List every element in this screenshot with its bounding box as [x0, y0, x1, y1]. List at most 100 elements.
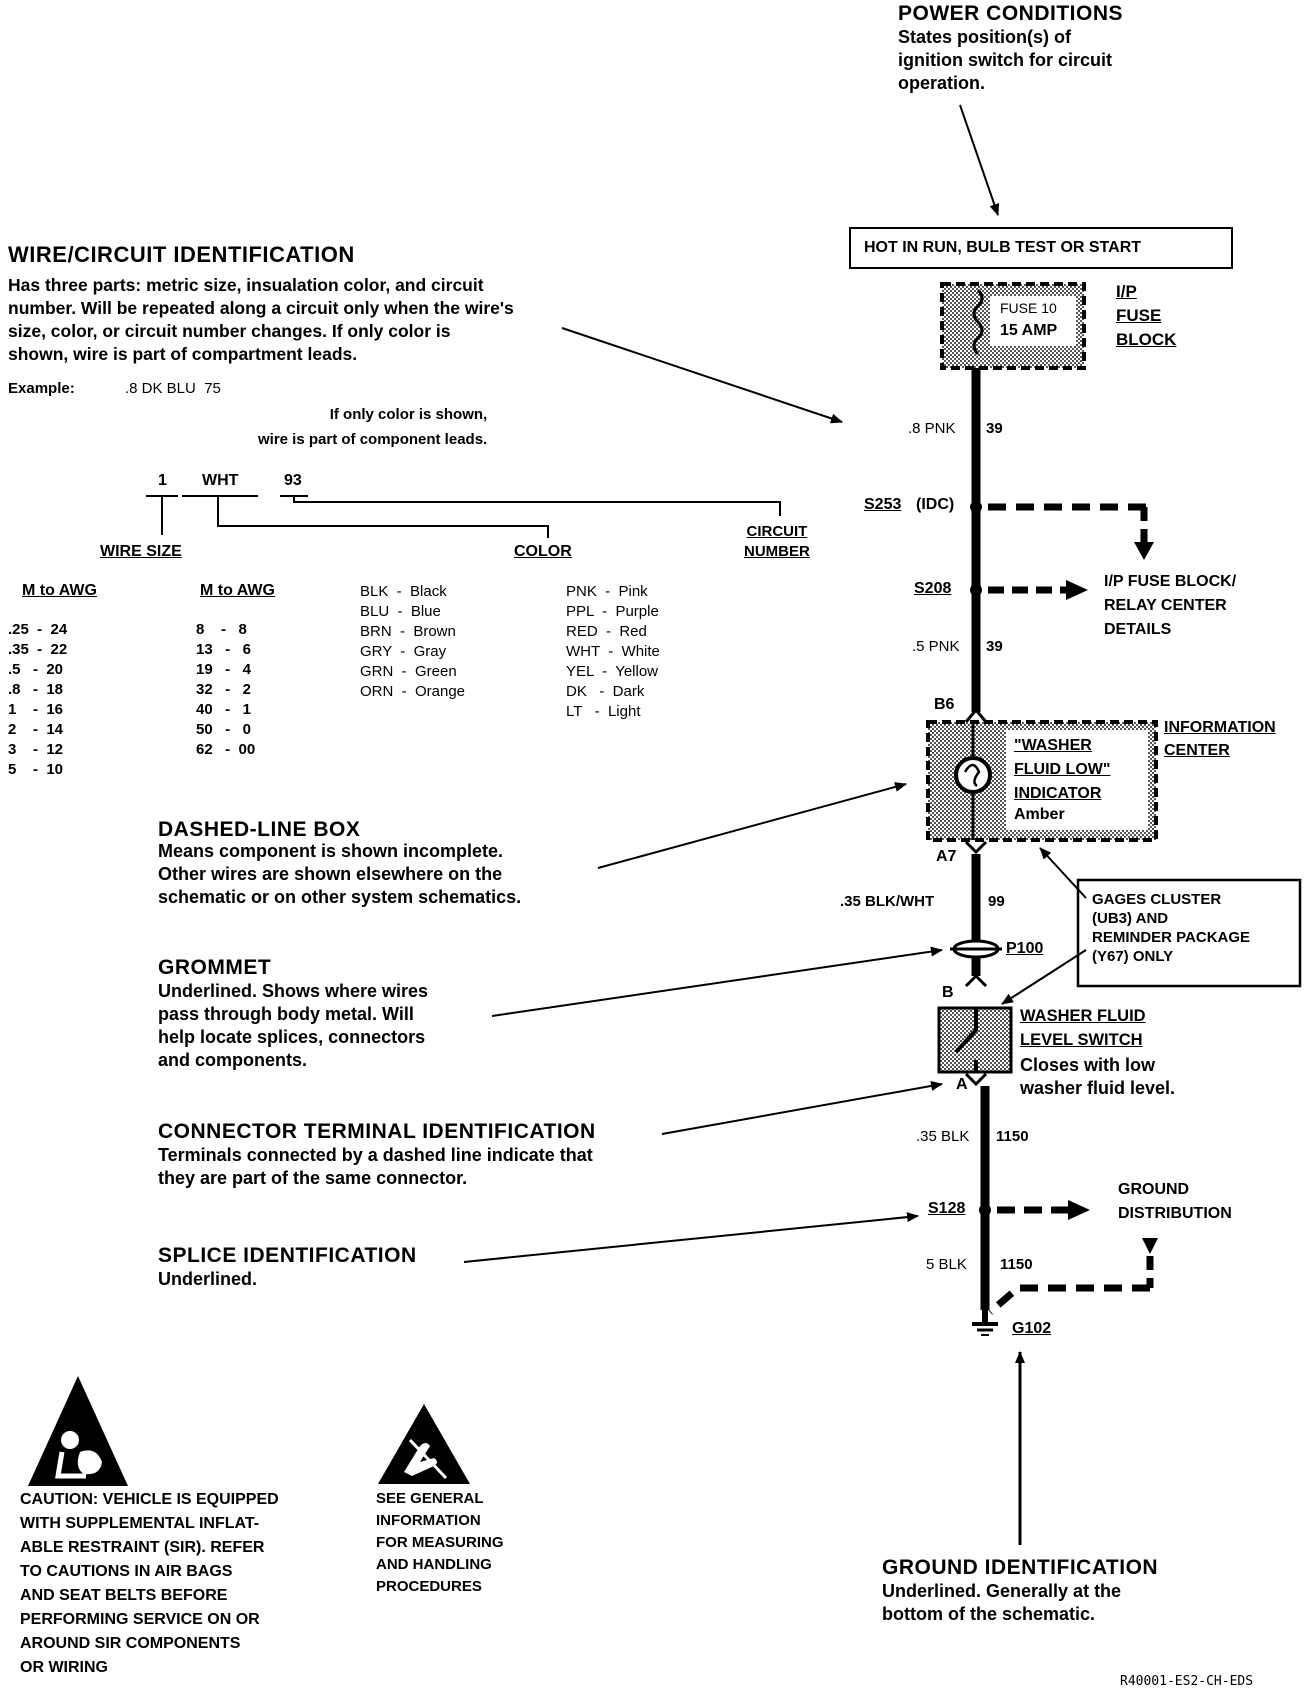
indicator-label-area [1006, 730, 1148, 830]
sir-icon-body [55, 1451, 86, 1479]
gages-note-leader-lower [1001, 949, 1087, 1005]
color-label: COLOR [514, 543, 572, 560]
wire1-spec: .8 PNK [908, 420, 956, 437]
color-table-2: PNK - Pink PPL - Purple RED - Red WHT - … [566, 582, 660, 722]
wire5-spec: 5 BLK [926, 1256, 967, 1273]
splice-s208-label[interactable]: S208 [914, 580, 952, 597]
ground-distribution-label: GROUND DISTRIBUTION [1118, 1181, 1232, 1222]
washer-switch-label: WASHER FLUID LEVEL SWITCH [1020, 1007, 1146, 1049]
fuse-block-label: I/P FUSE BLOCK [1116, 282, 1177, 349]
dashed-box-desc: Means component is shown incomplete. Oth… [158, 841, 522, 907]
awg-row: 19 - 4 [196, 661, 252, 678]
awg-row: 8 - 8 [196, 621, 247, 638]
esd-hand-icon [404, 1443, 437, 1476]
dashed-box-title: DASHED-LINE BOX [158, 818, 361, 841]
awg-row: 2 - 14 [8, 721, 64, 738]
sir-icon-head [61, 1431, 79, 1449]
washer-switch-desc: Closes with low washer fluid level. [1020, 1055, 1176, 1098]
color-leader [217, 496, 549, 538]
color-row: DK - Dark [566, 683, 645, 700]
esd-slash [408, 1438, 448, 1480]
wire3-spec: .35 BLK/WHT [840, 893, 935, 910]
splice-s208-dot [970, 584, 982, 596]
wire3-circuit: 99 [988, 893, 1005, 910]
color-row: LT - Light [566, 703, 641, 720]
connector-b6-label: B6 [934, 696, 955, 713]
grommet-title: GROMMET [158, 956, 272, 979]
connector-id-desc: Terminals connected by a dashed line ind… [158, 1145, 593, 1188]
awg-row: 13 - 6 [196, 641, 252, 658]
s253-arrowhead [1134, 542, 1154, 560]
connector-id-title: CONNECTOR TERMINAL IDENTIFICATION [158, 1120, 596, 1143]
indicator-color: Amber [1014, 806, 1065, 823]
sir-warning-triangle-icon [28, 1376, 128, 1486]
color-row: GRY - Gray [360, 643, 447, 660]
connector-b-label: B [942, 984, 954, 1001]
connector-b-symbol [964, 973, 988, 988]
s128-arrowhead [1068, 1200, 1090, 1220]
example-value: .8 DK BLU 75 [125, 380, 221, 397]
sample-color: WHT [202, 472, 239, 489]
awg-table-1: .25 - 24 .35 - 22 .5 - 20 .8 - 18 1 - 16… [8, 620, 67, 780]
awg-row: .35 - 22 [8, 641, 68, 658]
awg-row: .25 - 24 [8, 621, 68, 638]
grommet-p100-label[interactable]: P100 [1006, 940, 1044, 957]
connector-a7-symbol [964, 840, 988, 855]
awg-header-1: M to AWG [22, 582, 97, 599]
color-row: PNK - Pink [566, 583, 648, 600]
splice-s128-label[interactable]: S128 [928, 1200, 966, 1217]
color-row: GRN - Green [360, 663, 457, 680]
wire2-circuit: 39 [986, 638, 1003, 655]
color-row: PPL - Purple [566, 603, 659, 620]
gages-cluster-note: GAGES CLUSTER (UB3) AND REMINDER PACKAGE… [1092, 891, 1251, 965]
ground-distribution-arrowhead [1142, 1238, 1158, 1254]
awg-row: 1 - 16 [8, 701, 64, 718]
awg-row: .8 - 18 [8, 681, 64, 698]
power-conditions-box [849, 227, 1233, 269]
splice-id-desc: Underlined. [158, 1269, 258, 1289]
color-row: BRN - Brown [360, 623, 456, 640]
gages-cluster-note-box [1076, 878, 1302, 988]
information-center-label: INFORMATION CENTER [1164, 719, 1276, 759]
splice-id-title: SPLICE IDENTIFICATION [158, 1244, 417, 1267]
switch-symbol [954, 1008, 978, 1072]
power-conditions-desc: States position(s) of ignition switch fo… [898, 27, 1113, 93]
esd-notice-text: SEE GENERAL INFORMATION FOR MEASURING AN… [376, 1490, 504, 1595]
gages-note-leader-upper [1039, 847, 1087, 899]
figure-id: R40001-ES2-CH-EDS [1120, 1674, 1254, 1689]
power-conditions-arrow [959, 104, 1000, 216]
indicator-label: "WASHER FLUID LOW" INDICATOR [1014, 737, 1111, 802]
splice-leader [463, 1212, 919, 1263]
color-row: BLK - Black [360, 583, 447, 600]
splice-s253-label[interactable]: S253 [864, 496, 902, 513]
wire4-circuit: 1150 [996, 1128, 1029, 1145]
component-leads-note: If only color is shown, wire is part of … [258, 406, 488, 448]
s208-reference: I/P FUSE BLOCK/ RELAY CENTER DETAILS [1104, 573, 1237, 638]
sample-size: 1 [158, 472, 167, 489]
bulb-filament [963, 763, 981, 788]
awg-row: 40 - 1 [196, 701, 252, 718]
power-conditions-box-text: HOT IN RUN, BULB TEST OR START [864, 239, 1142, 256]
example-label: Example: [8, 380, 75, 397]
circuit-number-label: CIRCUIT NUMBER [744, 523, 810, 560]
wire4-spec: .35 BLK [916, 1128, 970, 1145]
sample-circuit: 93 [284, 472, 302, 489]
awg-row: 32 - 2 [196, 681, 252, 698]
color-table-1: BLK - Black BLU - Blue BRN - Brown GRY -… [360, 582, 465, 702]
sir-caution-text: CAUTION: VEHICLE IS EQUIPPED WITH SUPPLE… [20, 1491, 279, 1676]
fuse-symbol [972, 288, 984, 356]
connector-a-symbol [964, 1072, 988, 1087]
color-row: YEL - Yellow [566, 663, 658, 680]
ground-g102-label[interactable]: G102 [1012, 1320, 1052, 1337]
grommet-leader [491, 946, 943, 1017]
awg-row: 62 - 00 [196, 741, 256, 758]
awg-table-2: 8 - 8 13 - 6 19 - 4 32 - 2 40 - 1 50 - 0… [196, 620, 255, 760]
connector-b6-symbol [964, 707, 988, 723]
ground-id-title: GROUND IDENTIFICATION [882, 1556, 1159, 1579]
wire-id-leader [561, 327, 843, 424]
connector-a-label: A [956, 1076, 968, 1093]
fuse-label-area [990, 296, 1076, 346]
indicator-bulb-icon [954, 756, 992, 794]
wire5-circuit: 1150 [1000, 1256, 1033, 1273]
